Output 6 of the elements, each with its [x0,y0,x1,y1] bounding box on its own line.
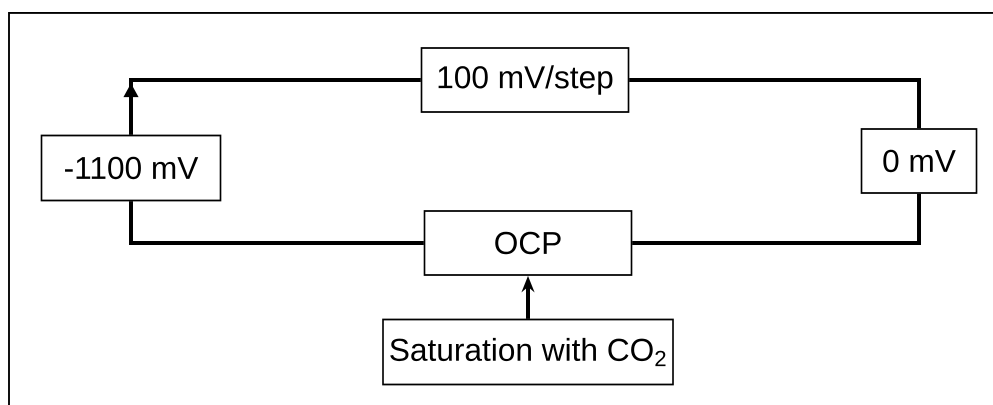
step-box: OCP [424,210,632,276]
step-box: 100 mV/step [420,47,630,113]
step-box: 0 mV [860,128,978,194]
step-box: Saturation with CO$_{2}$ [382,318,674,386]
step-box: -1100 mV [40,134,222,202]
connector-arrow [123,78,421,135]
